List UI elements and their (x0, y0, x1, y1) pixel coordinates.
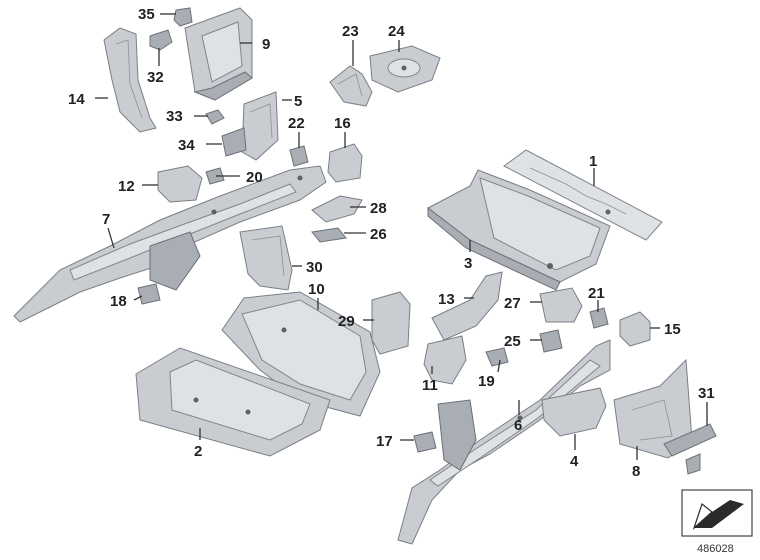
part-7 (13, 165, 327, 323)
part-28 (311, 195, 363, 223)
label-30: 30 (306, 259, 323, 276)
part-6 (397, 339, 611, 545)
part-17 (413, 431, 437, 453)
label-6: 6 (514, 417, 522, 434)
label-19: 19 (478, 373, 495, 390)
part-1 (503, 149, 663, 241)
label-22: 22 (288, 115, 305, 132)
part-23 (329, 65, 373, 107)
label-18: 18 (110, 293, 127, 310)
label-1: 1 (589, 153, 597, 170)
label-31: 31 (698, 385, 715, 402)
part-33 (205, 109, 225, 125)
label-9: 9 (262, 36, 270, 53)
label-8: 8 (632, 463, 640, 480)
part-5 (241, 91, 279, 161)
reference-box: 486028 (681, 489, 753, 555)
label-11: 11 (422, 377, 438, 394)
part-20 (205, 167, 225, 185)
part-11 (423, 335, 467, 385)
label-4: 4 (570, 453, 579, 470)
label-12: 12 (118, 178, 135, 195)
part-4 (541, 387, 607, 437)
part-14 (103, 27, 157, 133)
label-17: 17 (376, 433, 393, 450)
part-16 (327, 143, 363, 183)
label-34: 34 (178, 137, 195, 154)
part-27 (539, 287, 583, 323)
part-9 (184, 7, 253, 101)
part-12 (157, 165, 203, 203)
label-7: 7 (102, 211, 110, 228)
label-14: 14 (68, 91, 85, 108)
part-32 (149, 29, 173, 51)
label-21: 21 (588, 285, 605, 302)
part-26 (311, 227, 347, 243)
part-29 (371, 291, 411, 355)
part-24 (369, 45, 441, 93)
label-28: 28 (370, 200, 387, 217)
part-19 (485, 347, 509, 367)
callout-labels: 35 9 32 14 33 5 34 23 24 22 16 12 20 7 1… (68, 6, 715, 480)
label-24: 24 (388, 23, 405, 40)
part-18 (137, 283, 161, 305)
part-25 (539, 329, 563, 353)
label-3: 3 (464, 255, 472, 272)
part-34 (221, 127, 247, 157)
label-2: 2 (194, 443, 202, 460)
label-26: 26 (370, 226, 387, 243)
label-5: 5 (294, 93, 302, 110)
label-25: 25 (504, 333, 521, 350)
part-30 (239, 225, 293, 291)
label-32: 32 (147, 69, 164, 86)
leader-lines (95, 13, 708, 460)
label-27: 27 (504, 295, 521, 312)
reference-number: 486028 (697, 543, 734, 555)
label-23: 23 (342, 23, 359, 40)
label-15: 15 (664, 321, 681, 338)
part-22 (289, 145, 309, 167)
label-16: 16 (334, 115, 351, 132)
label-20: 20 (246, 169, 263, 186)
label-10: 10 (308, 281, 325, 298)
part-35 (173, 7, 193, 27)
label-29: 29 (338, 313, 355, 330)
label-13: 13 (438, 291, 455, 308)
label-35: 35 (138, 6, 155, 23)
part-15 (619, 311, 651, 347)
part-13 (431, 271, 503, 341)
part-2 (135, 347, 331, 457)
part-31 (663, 423, 717, 475)
part-10 (221, 291, 381, 417)
part-21 (589, 307, 609, 329)
label-33: 33 (166, 108, 183, 125)
wedge-arrow-icon (692, 500, 744, 530)
part-3 (427, 169, 611, 291)
